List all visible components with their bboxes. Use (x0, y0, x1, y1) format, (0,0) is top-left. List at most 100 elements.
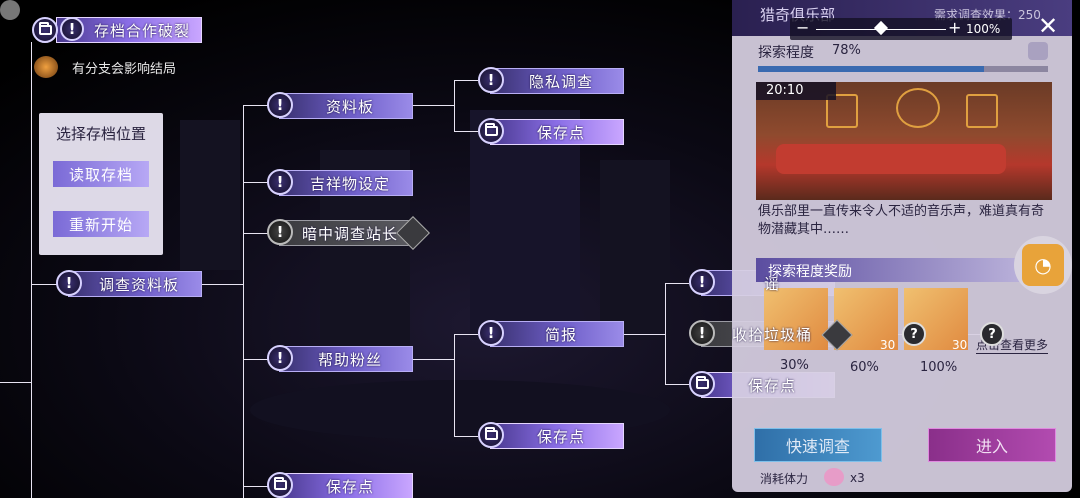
exclamation-icon: ! (478, 67, 504, 93)
reward-header (756, 258, 1052, 282)
node-help-fans[interactable]: ! 帮助粉丝 (267, 345, 413, 372)
exclamation-icon: ! (478, 320, 504, 346)
connector (454, 131, 478, 132)
folder-icon (689, 371, 715, 397)
node-briefing[interactable]: ! 简报 (478, 320, 624, 347)
question-icon[interactable]: ? (902, 322, 926, 346)
enter-button[interactable]: 进入 (928, 428, 1056, 462)
node-privacy[interactable]: ! 隐私调查 (478, 67, 624, 94)
reward-count: 30 (880, 338, 896, 352)
menu-title: 选择存档位置 (55, 125, 146, 143)
background-building (470, 110, 580, 340)
connector (412, 105, 454, 106)
connector (454, 334, 455, 436)
folder-icon (478, 118, 504, 144)
connector (665, 384, 689, 385)
folder-icon (267, 472, 293, 498)
connector (243, 182, 268, 183)
connector (665, 283, 689, 284)
connector (243, 105, 244, 498)
scene-description: 俱乐部里一直传来令人不适的音乐声，难道真有奇物潜藏其中…… (758, 204, 1045, 237)
question-icon[interactable]: ? (980, 322, 1004, 346)
zoom-value: 100% (966, 22, 1001, 36)
branch-note: 有分支会影响结局 (72, 62, 177, 77)
archive-title: 存档合作破裂 (93, 21, 190, 40)
exclamation-icon: ! (267, 92, 293, 118)
background-building (180, 120, 240, 270)
connector (454, 80, 455, 132)
scene-sofa (776, 144, 1006, 174)
restart-button[interactable]: 重新开始 (53, 211, 149, 237)
exclamation-icon: ! (689, 269, 715, 295)
connector (243, 359, 268, 360)
exclamation-icon: ! (267, 169, 293, 195)
connector (623, 334, 665, 335)
reward-count: 30 (952, 338, 968, 352)
exclamation-icon: ! (267, 345, 293, 371)
node-rumor[interactable]: ! 谣 (689, 269, 835, 296)
connector (243, 105, 268, 106)
reward-pct: 100% (920, 360, 958, 375)
scene-image (756, 82, 1052, 200)
zoom-plus[interactable]: + (948, 18, 962, 37)
connector (412, 359, 454, 360)
info-icon[interactable] (1028, 42, 1048, 60)
node-save-point[interactable]: 保存点 (689, 371, 835, 398)
scene-frame (896, 88, 940, 128)
progress-fill (758, 66, 985, 72)
cost-label: 消耗体力 (760, 472, 809, 486)
exclamation-icon: ! (267, 219, 293, 245)
connector (200, 284, 243, 285)
connector (665, 283, 666, 385)
scene-time: 20:10 (766, 83, 804, 98)
back-icon[interactable] (0, 0, 20, 20)
chat-button[interactable]: ◔ (1014, 236, 1072, 294)
node-save-point[interactable]: 保存点 (478, 118, 624, 145)
branch-icon (34, 56, 58, 78)
folder-icon (478, 422, 504, 448)
node-trash-can[interactable]: ! 收拾垃圾桶 (689, 320, 835, 347)
archive-banner: ! 存档合作破裂 (32, 17, 202, 43)
folder-icon (32, 17, 58, 43)
progress-bar (758, 66, 1048, 72)
connector (243, 486, 268, 487)
connector (31, 284, 57, 285)
node-mascot[interactable]: ! 吉祥物设定 (267, 169, 413, 196)
reward-item[interactable] (764, 288, 828, 350)
load-save-button[interactable]: 读取存档 (53, 161, 149, 187)
connector (454, 334, 478, 335)
exclamation-icon: ! (689, 320, 715, 346)
scene-time-bg (756, 82, 836, 100)
exclamation-icon: ! (56, 270, 82, 296)
zoom-minus[interactable]: − (796, 18, 810, 37)
connector (454, 436, 478, 437)
reward-pct: 60% (850, 360, 879, 375)
connector (0, 382, 31, 383)
scene-frame (966, 94, 998, 128)
node-save-point[interactable]: 保存点 (478, 422, 624, 449)
progress-label: 探索程度 (758, 45, 814, 61)
exclamation-icon: ! (60, 17, 84, 41)
connector (243, 233, 268, 234)
zoom-control[interactable]: − + 100% (790, 18, 1012, 40)
connector (31, 42, 32, 498)
save-slot-menu: 选择存档位置 读取存档 重新开始 (39, 113, 163, 255)
connector (454, 80, 478, 81)
progress-value: 78% (832, 43, 861, 58)
scene-frame (826, 94, 858, 128)
zoom-thumb[interactable] (873, 20, 889, 36)
location-panel: 猎奇俱乐部 需求调查效果：250 − + 100% ✕ 探索程度 78% 20:… (732, 0, 1072, 492)
cost-value: x3 (850, 471, 865, 485)
chat-icon: ◔ (1022, 244, 1064, 286)
stamina-icon (824, 468, 844, 486)
node-secret-investigation[interactable]: ! 暗中调查站长 (267, 216, 430, 250)
reward-title: 探索程度奖励 (768, 264, 852, 280)
node-root[interactable]: ! 调查资料板 (56, 270, 202, 297)
background-building (600, 160, 670, 340)
node-data-board[interactable]: ! 资料板 (267, 92, 413, 119)
reward-pct: 30% (780, 358, 809, 373)
close-icon[interactable]: ✕ (1038, 12, 1059, 40)
node-save-point[interactable]: 保存点 (267, 472, 413, 498)
quick-investigate-button[interactable]: 快速调查 (754, 428, 882, 462)
